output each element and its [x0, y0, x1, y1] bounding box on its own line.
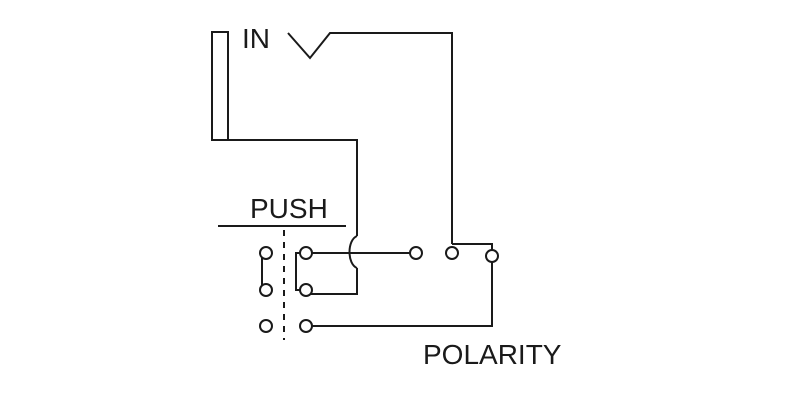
switch-terminal	[259, 246, 273, 260]
sleeve-wire-lower	[306, 268, 358, 295]
polarity-label: POLARITY	[423, 339, 562, 370]
switch-terminal	[299, 283, 313, 297]
switch-terminal	[259, 283, 273, 297]
switch-bridge-right	[295, 252, 300, 291]
switch-label: PUSH	[250, 193, 328, 224]
input-label: IN	[242, 23, 270, 54]
sleeve-wire	[228, 139, 358, 236]
switch-terminal	[299, 319, 313, 333]
polarity-terminal	[485, 249, 499, 263]
jack-sleeve	[211, 31, 229, 141]
polarity-top-link	[452, 243, 493, 250]
polarity-terminal	[409, 246, 423, 260]
polarity-terminal	[445, 246, 459, 260]
polarity-return-wire	[312, 262, 493, 327]
jack-tip-contact	[287, 32, 453, 244]
switch-terminal	[299, 246, 313, 260]
switch-terminal	[259, 319, 273, 333]
